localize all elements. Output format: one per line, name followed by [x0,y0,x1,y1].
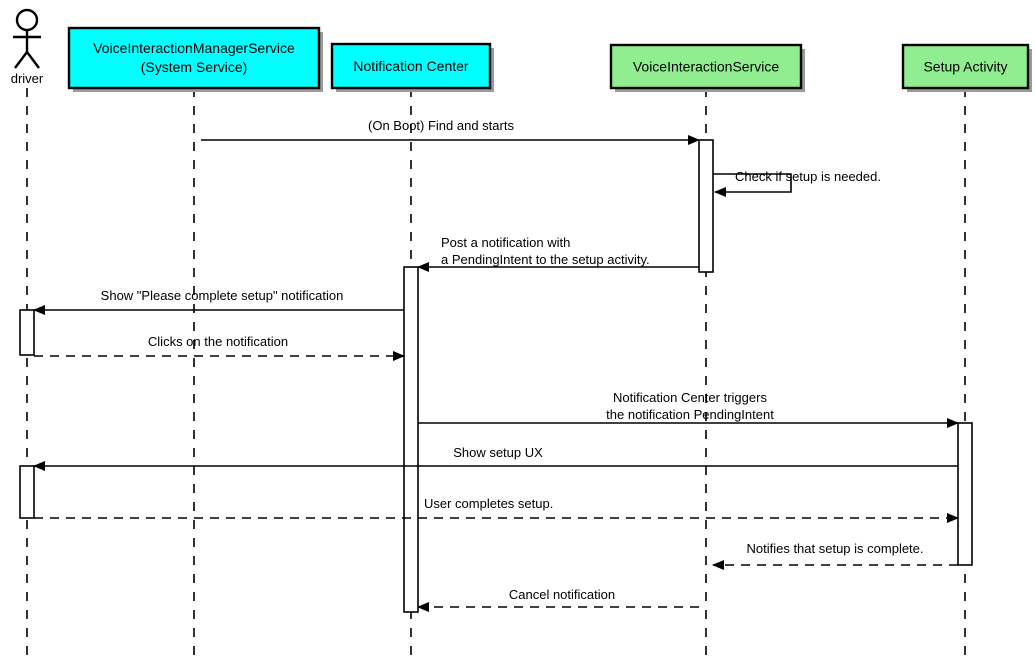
message-label: Check if setup is needed. [735,169,881,184]
participant-actor-driver[interactable]: driver [11,8,44,86]
message-arrow-self [713,173,792,197]
box-fill [67,26,321,90]
message-label: Clicks on the notification [148,334,288,349]
box-fill [330,42,492,90]
message-label: (On Boot) Find and starts [368,118,514,133]
message-label: Cancel notification [509,587,615,602]
activation-bar-vis [698,139,714,273]
participant-box-vims[interactable]: VoiceInteractionManagerService (System Se… [67,26,323,92]
actor-leg-left-icon [14,51,28,69]
message-label: Notifies that setup is complete. [746,541,923,556]
activation-bar-setup [957,422,973,566]
participant-headers-group: driver VoiceInteractionManagerService (Sys… [11,8,1032,92]
actor-leg-right-icon [26,51,40,69]
message-1[interactable]: (On Boot) Find and starts [201,118,700,145]
participant-label-setup: Setup Activity [923,59,1007,75]
participant-box-setup[interactable]: Setup Activity [901,43,1032,92]
activation-bars-group [19,139,973,613]
message-label: User completes setup. [424,496,553,511]
activation-bar-driver [19,465,35,519]
participant-label-vis: VoiceInteractionService [633,59,780,75]
message-4[interactable]: Show "Please complete setup" notificatio… [33,288,404,315]
participant-label-vims: VoiceInteractionManagerService [93,40,295,56]
box-fill [901,43,1030,90]
message-9[interactable]: Notifies that setup is complete. [712,541,958,570]
message-2[interactable]: Check if setup is needed. [713,169,881,197]
message-5[interactable]: Clicks on the notification [34,334,405,361]
message-6[interactable]: Notification Center triggers the notifica… [418,390,959,428]
activation-bar-driver [19,309,35,356]
participant-label-driver: driver [11,71,44,86]
message-3[interactable]: Post a notification with a PendingIntent … [417,235,699,272]
box-fill [609,43,803,90]
participant-box-notif[interactable]: Notification Center [330,42,494,92]
message-10[interactable]: Cancel notification [417,587,699,612]
message-label: Post a notification with [441,235,570,250]
participant-label-notif: Notification Center [353,58,469,74]
actor-head-icon [15,8,39,32]
message-label: Show setup UX [453,445,543,460]
message-8[interactable]: User completes setup. [34,496,959,523]
message-label: Show "Please complete setup" notificatio… [101,288,344,303]
participant-sublabel-vims: (System Service) [141,59,248,75]
activation-bar-notif [403,266,419,613]
message-7[interactable]: Show setup UX [33,445,958,471]
message-label-line2: the notification PendingIntent [606,407,774,422]
participant-box-vis[interactable]: VoiceInteractionService [609,43,805,92]
message-label: Notification Center triggers [613,390,767,405]
message-label-line2: a PendingIntent to the setup activity. [441,252,650,267]
